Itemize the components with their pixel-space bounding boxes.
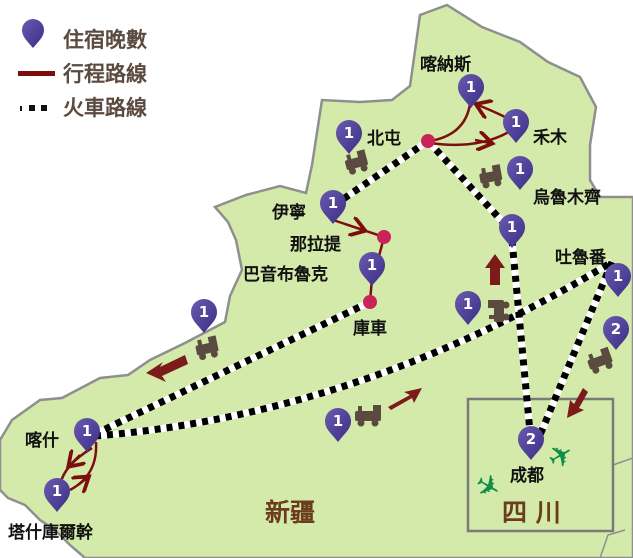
- label-turpan: 吐魯番: [555, 247, 607, 268]
- pin-west-train[interactable]: 1: [191, 299, 217, 333]
- rail-kashgar-turpan: [94, 259, 614, 440]
- pin-nights: 1: [507, 218, 517, 236]
- beitun-dot: [421, 134, 435, 148]
- label-hemu: 禾木: [533, 127, 568, 148]
- pin-nights: 1: [82, 422, 92, 440]
- pin-urumqi-train[interactable]: 1: [499, 214, 525, 248]
- region-sichuan: 四 川: [502, 498, 561, 527]
- map-pin-icon: [74, 418, 100, 452]
- legend-route-swatch: [18, 71, 55, 76]
- map-pin-icon: [325, 408, 351, 442]
- legend-pin-icon: [22, 19, 44, 48]
- pin-nights: 2: [611, 320, 621, 338]
- map-pin-icon: [458, 74, 484, 108]
- legend-rail-swatch: [20, 105, 47, 111]
- pin-nights: 1: [344, 124, 354, 142]
- night-pins: 1 1 1 1 1 1 1 1 1 1 2 1 1 1 2: [44, 74, 631, 512]
- province-border: [599, 457, 633, 558]
- pin-nights: 1: [333, 412, 343, 430]
- map-pin-icon: [507, 156, 533, 190]
- train-icons: [195, 149, 613, 427]
- rail-urumqi-chengdu: [508, 239, 534, 433]
- map-pin-icon: [603, 316, 629, 350]
- map-pin-icon: [503, 109, 529, 143]
- kuqa-dot: [363, 295, 377, 309]
- pin-tashkurgan[interactable]: 1: [44, 478, 70, 512]
- pin-nights: 1: [52, 482, 62, 500]
- pin-hemu[interactable]: 1: [503, 109, 529, 143]
- map-pin-icon: [320, 190, 346, 224]
- pin-kashgar[interactable]: 1: [74, 418, 100, 452]
- train-icon: [587, 346, 613, 374]
- legend-route-label: 行程路線: [62, 62, 147, 86]
- arrow-icon: [567, 388, 588, 418]
- label-bayanbulak: 巴音布魯克: [243, 264, 328, 285]
- pin-bayanbulak[interactable]: 1: [359, 252, 385, 286]
- label-chengdu: 成都: [510, 465, 544, 486]
- arrow-icon: [146, 355, 188, 382]
- pin-nights: 1: [466, 78, 476, 96]
- pin-nights: 1: [515, 160, 525, 178]
- map-pin-icon: [336, 120, 362, 154]
- pin-nights: 1: [613, 267, 623, 285]
- map-pin-icon: [605, 263, 631, 297]
- map-pin-icon: [499, 214, 525, 248]
- train-icon: [488, 300, 510, 322]
- train-icon: [479, 164, 503, 189]
- map-pin-icon: [44, 478, 70, 512]
- rail-kuqa-kashgar: [93, 298, 372, 438]
- pin-beitun[interactable]: 1: [336, 120, 362, 154]
- arrow-icon: [388, 388, 422, 410]
- label-beitun: 北屯: [367, 128, 401, 149]
- region-xinjiang: 新疆: [265, 498, 315, 527]
- rail-beitun-urumqi: [425, 138, 515, 235]
- nalati-dot: [377, 230, 391, 244]
- label-kanas: 喀納斯: [420, 54, 471, 75]
- rail-lines: [93, 138, 616, 440]
- train-icon: [195, 335, 219, 361]
- map-pin-icon: [191, 299, 217, 333]
- pin-central-train[interactable]: 1: [455, 291, 481, 325]
- pin-chengdu[interactable]: 2: [518, 426, 544, 460]
- pin-yining[interactable]: 1: [320, 190, 346, 224]
- map-pin-icon: [518, 426, 544, 460]
- label-kuqa: 庫車: [353, 318, 387, 339]
- legend-rail-label: 火車路線: [63, 96, 147, 120]
- pin-nights: 1: [463, 295, 473, 313]
- pin-nights: 1: [367, 256, 377, 274]
- pin-urumqi[interactable]: 1: [507, 156, 533, 190]
- label-yining: 伊寧: [271, 202, 306, 223]
- sichuan-box: [466, 397, 615, 533]
- legend-pin-label: 住宿晚數: [63, 28, 147, 52]
- rail-turpan-chengdu: [536, 260, 616, 437]
- pin-nights: 1: [328, 194, 338, 212]
- pin-nights: 1: [199, 303, 209, 321]
- label-nalati: 那拉提: [290, 234, 342, 255]
- pin-nights: 1: [511, 113, 521, 131]
- arrow-icon: [485, 254, 505, 285]
- map-pin-icon: [455, 291, 481, 325]
- label-tashkurgan: 塔什庫爾幹: [8, 522, 94, 543]
- legend: 住宿晚數 行程路線 火車路線: [18, 19, 147, 120]
- pin-south-train[interactable]: 1: [325, 408, 351, 442]
- direction-arrows: [146, 254, 588, 418]
- pin-turpan[interactable]: 1: [605, 263, 631, 297]
- pin-kanas[interactable]: 1: [458, 74, 484, 108]
- train-icon: [355, 405, 381, 427]
- label-kashgar: 喀什: [25, 430, 59, 451]
- map-pin-icon: [359, 252, 385, 286]
- pin-nights: 2: [526, 430, 536, 448]
- label-urumqi: 烏魯木齊: [533, 187, 602, 208]
- train-icon: [345, 149, 368, 175]
- pin-turpan-train[interactable]: 2: [603, 316, 629, 350]
